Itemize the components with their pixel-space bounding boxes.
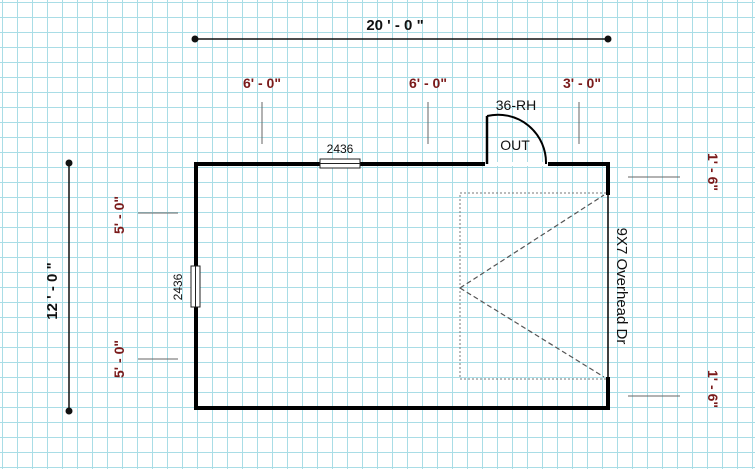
overall-depth-dimension: 12 ' - 0 " (44, 159, 73, 415)
overall-width-dimension: 20 ' - 0 " (191, 17, 612, 43)
overhead-door: 9X7 Overhead Dr (607, 193, 630, 379)
overall-depth-label: 12 ' - 0 " (44, 262, 61, 319)
top-segment-label-2: 6' - 0" (409, 75, 447, 91)
dimension-endpoint (65, 407, 73, 415)
top-segment-dimensions: 6' - 0" 6' - 0" 3' - 0" (243, 75, 601, 144)
right-segment-dimensions: 1' - 6" 1' - 6" (628, 153, 721, 408)
left-segment-dimensions: 5' - 0" 5' - 0" (111, 196, 178, 378)
overhead-door-swing (459, 192, 609, 380)
entry-door: 36-RH OUT (485, 97, 548, 166)
overall-width-label: 20 ' - 0 " (366, 17, 423, 34)
left-segment-label-2: 5' - 0" (111, 340, 127, 378)
window-left: 2436 (171, 265, 201, 308)
window-top-label: 2436 (327, 142, 354, 156)
exterior-walls (194, 162, 610, 410)
window-top: 2436 (319, 142, 361, 169)
dimension-endpoint (65, 159, 73, 167)
door-swing-arc (486, 113, 548, 165)
left-segment-label-1: 5' - 0" (111, 196, 127, 234)
dimension-endpoint (191, 35, 199, 43)
door-swing-label: OUT (500, 137, 530, 153)
door-type-label: 36-RH (496, 97, 536, 113)
right-segment-label-1: 1' - 6" (705, 153, 721, 191)
window-left-label: 2436 (171, 273, 185, 300)
top-segment-label-1: 6' - 0" (243, 75, 281, 91)
right-segment-label-2: 1' - 6" (705, 370, 721, 408)
dimension-endpoint (604, 35, 612, 43)
overhead-door-label: 9X7 Overhead Dr (613, 228, 630, 345)
top-segment-label-3: 3' - 0" (563, 75, 601, 91)
